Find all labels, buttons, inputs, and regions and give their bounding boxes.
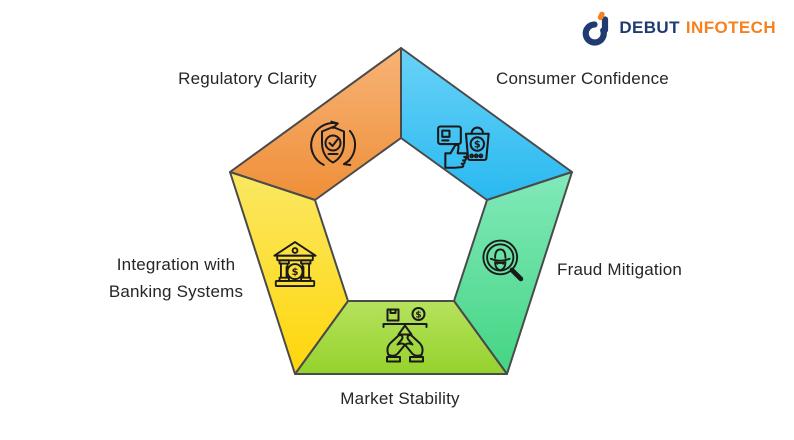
brand-name-primary: DEBUT	[619, 18, 680, 37]
brand-name-secondary: INFOTECH	[685, 18, 776, 37]
dollar-glyph: $	[415, 311, 421, 321]
brand-name: DEBUT INFOTECH	[619, 18, 776, 38]
shield-check-cycle-icon	[310, 120, 357, 166]
segment-integration-banking-shape	[229, 171, 349, 375]
segment-label-integration-banking-line1: Integration with	[116, 255, 236, 274]
segment-label-consumer-confidence: Consumer Confidence	[496, 69, 669, 88]
brand-logo-icon	[583, 11, 609, 46]
segment-label-integration-banking-line2: Banking Systems	[108, 282, 244, 301]
spy-magnifier-icon	[482, 239, 524, 282]
spy-eye-right	[502, 262, 505, 265]
brand-logo: DEBUT INFOTECH	[582, 10, 776, 46]
thumbs-up-shopping-bag-icon: $	[437, 125, 490, 169]
dollar-glyph: $	[292, 267, 299, 278]
segment-label-fraud-mitigation: Fraud Mitigation	[557, 260, 683, 279]
bank-icon: $	[273, 241, 317, 288]
dollar-glyph: $	[474, 140, 481, 151]
segment-label-regulatory-clarity: Regulatory Clarity	[178, 69, 317, 88]
segment-label-integration-banking: Integration with Banking Systems	[76, 251, 276, 305]
spy-eye-left	[496, 262, 499, 265]
segment-label-market-stability: Market Stability	[340, 389, 460, 408]
hands-balance-icon: $	[382, 307, 428, 363]
